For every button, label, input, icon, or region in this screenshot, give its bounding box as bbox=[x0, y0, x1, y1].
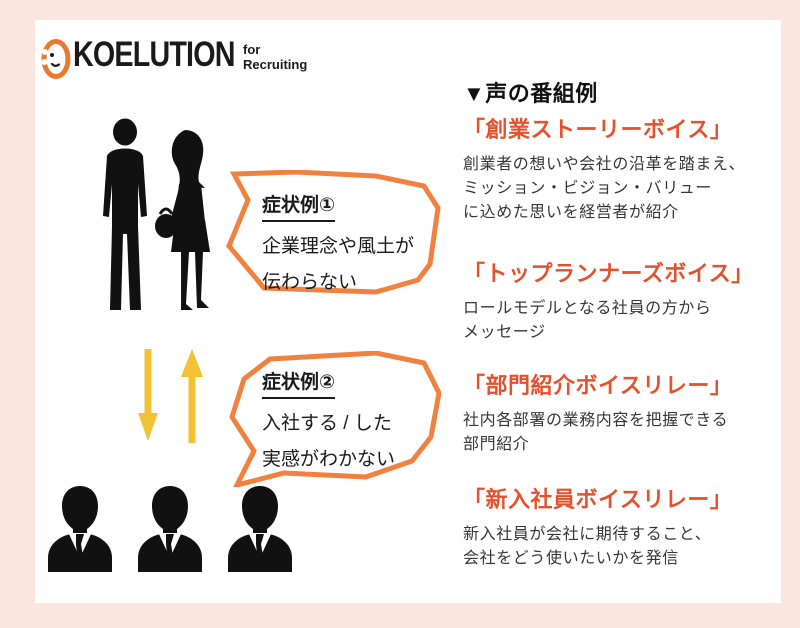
arrow-up-icon bbox=[181, 349, 203, 443]
symptom-1-label: 症状例① bbox=[262, 190, 336, 222]
program-description: ロールモデルとなる社員の方から メッセージ bbox=[463, 300, 712, 341]
program-description: 創業者の想いや会社の沿革を踏まえ、 ミッション・ビジョン・バリュー に込めた思い… bbox=[463, 156, 746, 221]
speech-bubble-outline bbox=[229, 351, 441, 487]
businesspeople-silhouette bbox=[103, 118, 210, 310]
symptom-2-label: 症状例② bbox=[262, 367, 336, 399]
program-item: 「部門紹介ボイスリレー」 社内各部署の業務内容を把握できる 部門紹介 bbox=[463, 372, 793, 457]
brand-name: KOELUTION bbox=[73, 35, 235, 74]
program-description: 社内各部署の業務内容を把握できる 部門紹介 bbox=[463, 412, 729, 453]
program-description: 新入社員が会社に期待すること、 会社をどう使いたいかを発信 bbox=[463, 526, 712, 567]
speech-bubble-symptom-1: 症状例① 企業理念や風土が 伝わらない bbox=[226, 170, 441, 296]
content-card: KOELUTION for Recruiting 症状例① 企業理念や風土が 伝… bbox=[35, 20, 781, 603]
program-name: 「部門紹介ボイスリレー」 bbox=[463, 373, 733, 398]
businesswoman-silhouette bbox=[155, 130, 210, 310]
symptom-2-text: 入社する / した 実感がわかない bbox=[262, 413, 396, 470]
symptom-1-text: 企業理念や風土が 伝わらない bbox=[262, 236, 415, 293]
koelution-face-icon bbox=[41, 39, 71, 79]
employee-bust-icon bbox=[48, 486, 112, 572]
program-item: 「トップランナーズボイス」 ロールモデルとなる社員の方から メッセージ bbox=[463, 260, 793, 345]
employee-bust-icon bbox=[228, 486, 292, 572]
program-item: 「新入社員ボイスリレー」 新入社員が会社に期待すること、 会社をどう使いたいかを… bbox=[463, 486, 793, 571]
employee-bust-icon bbox=[138, 486, 202, 572]
voice-programs-title: ▼声の番組例 bbox=[463, 81, 598, 106]
businessman-silhouette bbox=[103, 118, 147, 310]
brand-tagline: for Recruiting bbox=[243, 42, 308, 72]
employee-busts-row bbox=[47, 486, 293, 572]
program-name: 「創業ストーリーボイス」 bbox=[463, 117, 733, 142]
program-item: 「創業ストーリーボイス」 創業者の想いや会社の沿革を踏まえ、 ミッション・ビジョ… bbox=[463, 116, 793, 225]
speech-bubble-outline bbox=[226, 170, 441, 295]
program-name: 「トップランナーズボイス」 bbox=[463, 261, 754, 286]
exchange-arrows bbox=[138, 349, 203, 443]
program-name: 「新入社員ボイスリレー」 bbox=[463, 487, 733, 512]
arrow-down-icon bbox=[138, 349, 158, 441]
speech-bubble-symptom-2: 症状例② 入社する / した 実感がわかない bbox=[226, 351, 441, 487]
